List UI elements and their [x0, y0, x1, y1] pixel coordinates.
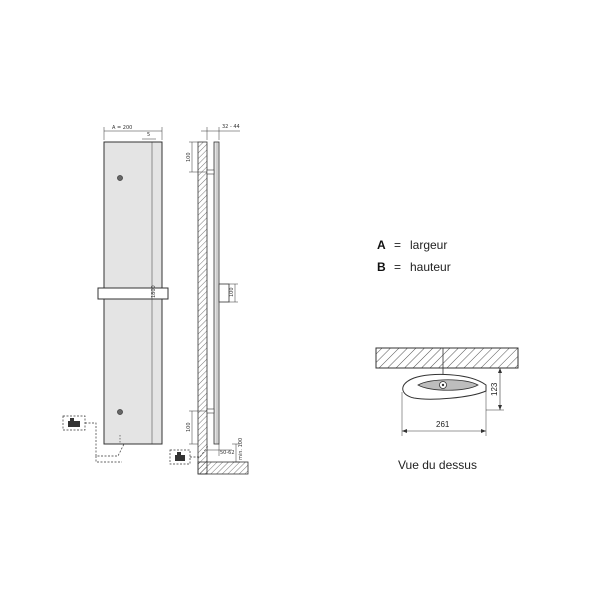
top-view-clip	[417, 379, 479, 391]
floor-section	[197, 461, 249, 475]
front-view: A = 200 5 1800	[62, 125, 169, 463]
bottom-bracket-distance-label: 100	[186, 422, 192, 432]
depth-dimension-label: 32 - 44	[222, 124, 240, 130]
legend-b-equals: =	[394, 260, 401, 274]
width-dimension-label: A = 200	[112, 125, 132, 131]
top-view: 123 261 Vue du dessus	[375, 347, 519, 472]
top-view-caption: Vue du dessus	[398, 458, 477, 472]
towel-bar-clip-front	[97, 287, 169, 300]
clip-height-label: 100	[229, 287, 235, 297]
legend-a-key: A	[377, 238, 386, 252]
legend: A = largeur B = hauteur	[377, 238, 451, 274]
bottom-offset-label: 50-62	[220, 450, 235, 456]
radiator-panel-side	[213, 141, 220, 445]
wall-section	[197, 141, 208, 475]
top-gap-label: 5	[147, 132, 150, 138]
top-bracket-distance-label: 100	[186, 152, 192, 162]
towel-bar-clip-side	[218, 283, 230, 303]
top-screw-icon	[117, 175, 123, 181]
side-view: 100 32 - 44 100 100 50-62 min. 100	[169, 124, 249, 475]
top-view-depth-label: 123	[490, 382, 499, 396]
socket-icon	[68, 418, 80, 427]
bottom-screw-icon	[117, 409, 123, 415]
top-bracket	[206, 169, 215, 175]
socket-icon-side	[175, 452, 185, 461]
junction-box-side	[169, 449, 191, 465]
top-view-width-label: 261	[436, 420, 450, 429]
legend-a-value: largeur	[410, 238, 447, 252]
legend-b-value: hauteur	[410, 260, 451, 274]
bottom-bracket	[206, 408, 215, 414]
legend-a-equals: =	[394, 238, 401, 252]
height-dimension-label: 1800	[151, 285, 157, 298]
floor-distance-label: min. 100	[238, 438, 244, 460]
top-view-wall	[375, 347, 519, 369]
legend-b-key: B	[377, 260, 386, 274]
